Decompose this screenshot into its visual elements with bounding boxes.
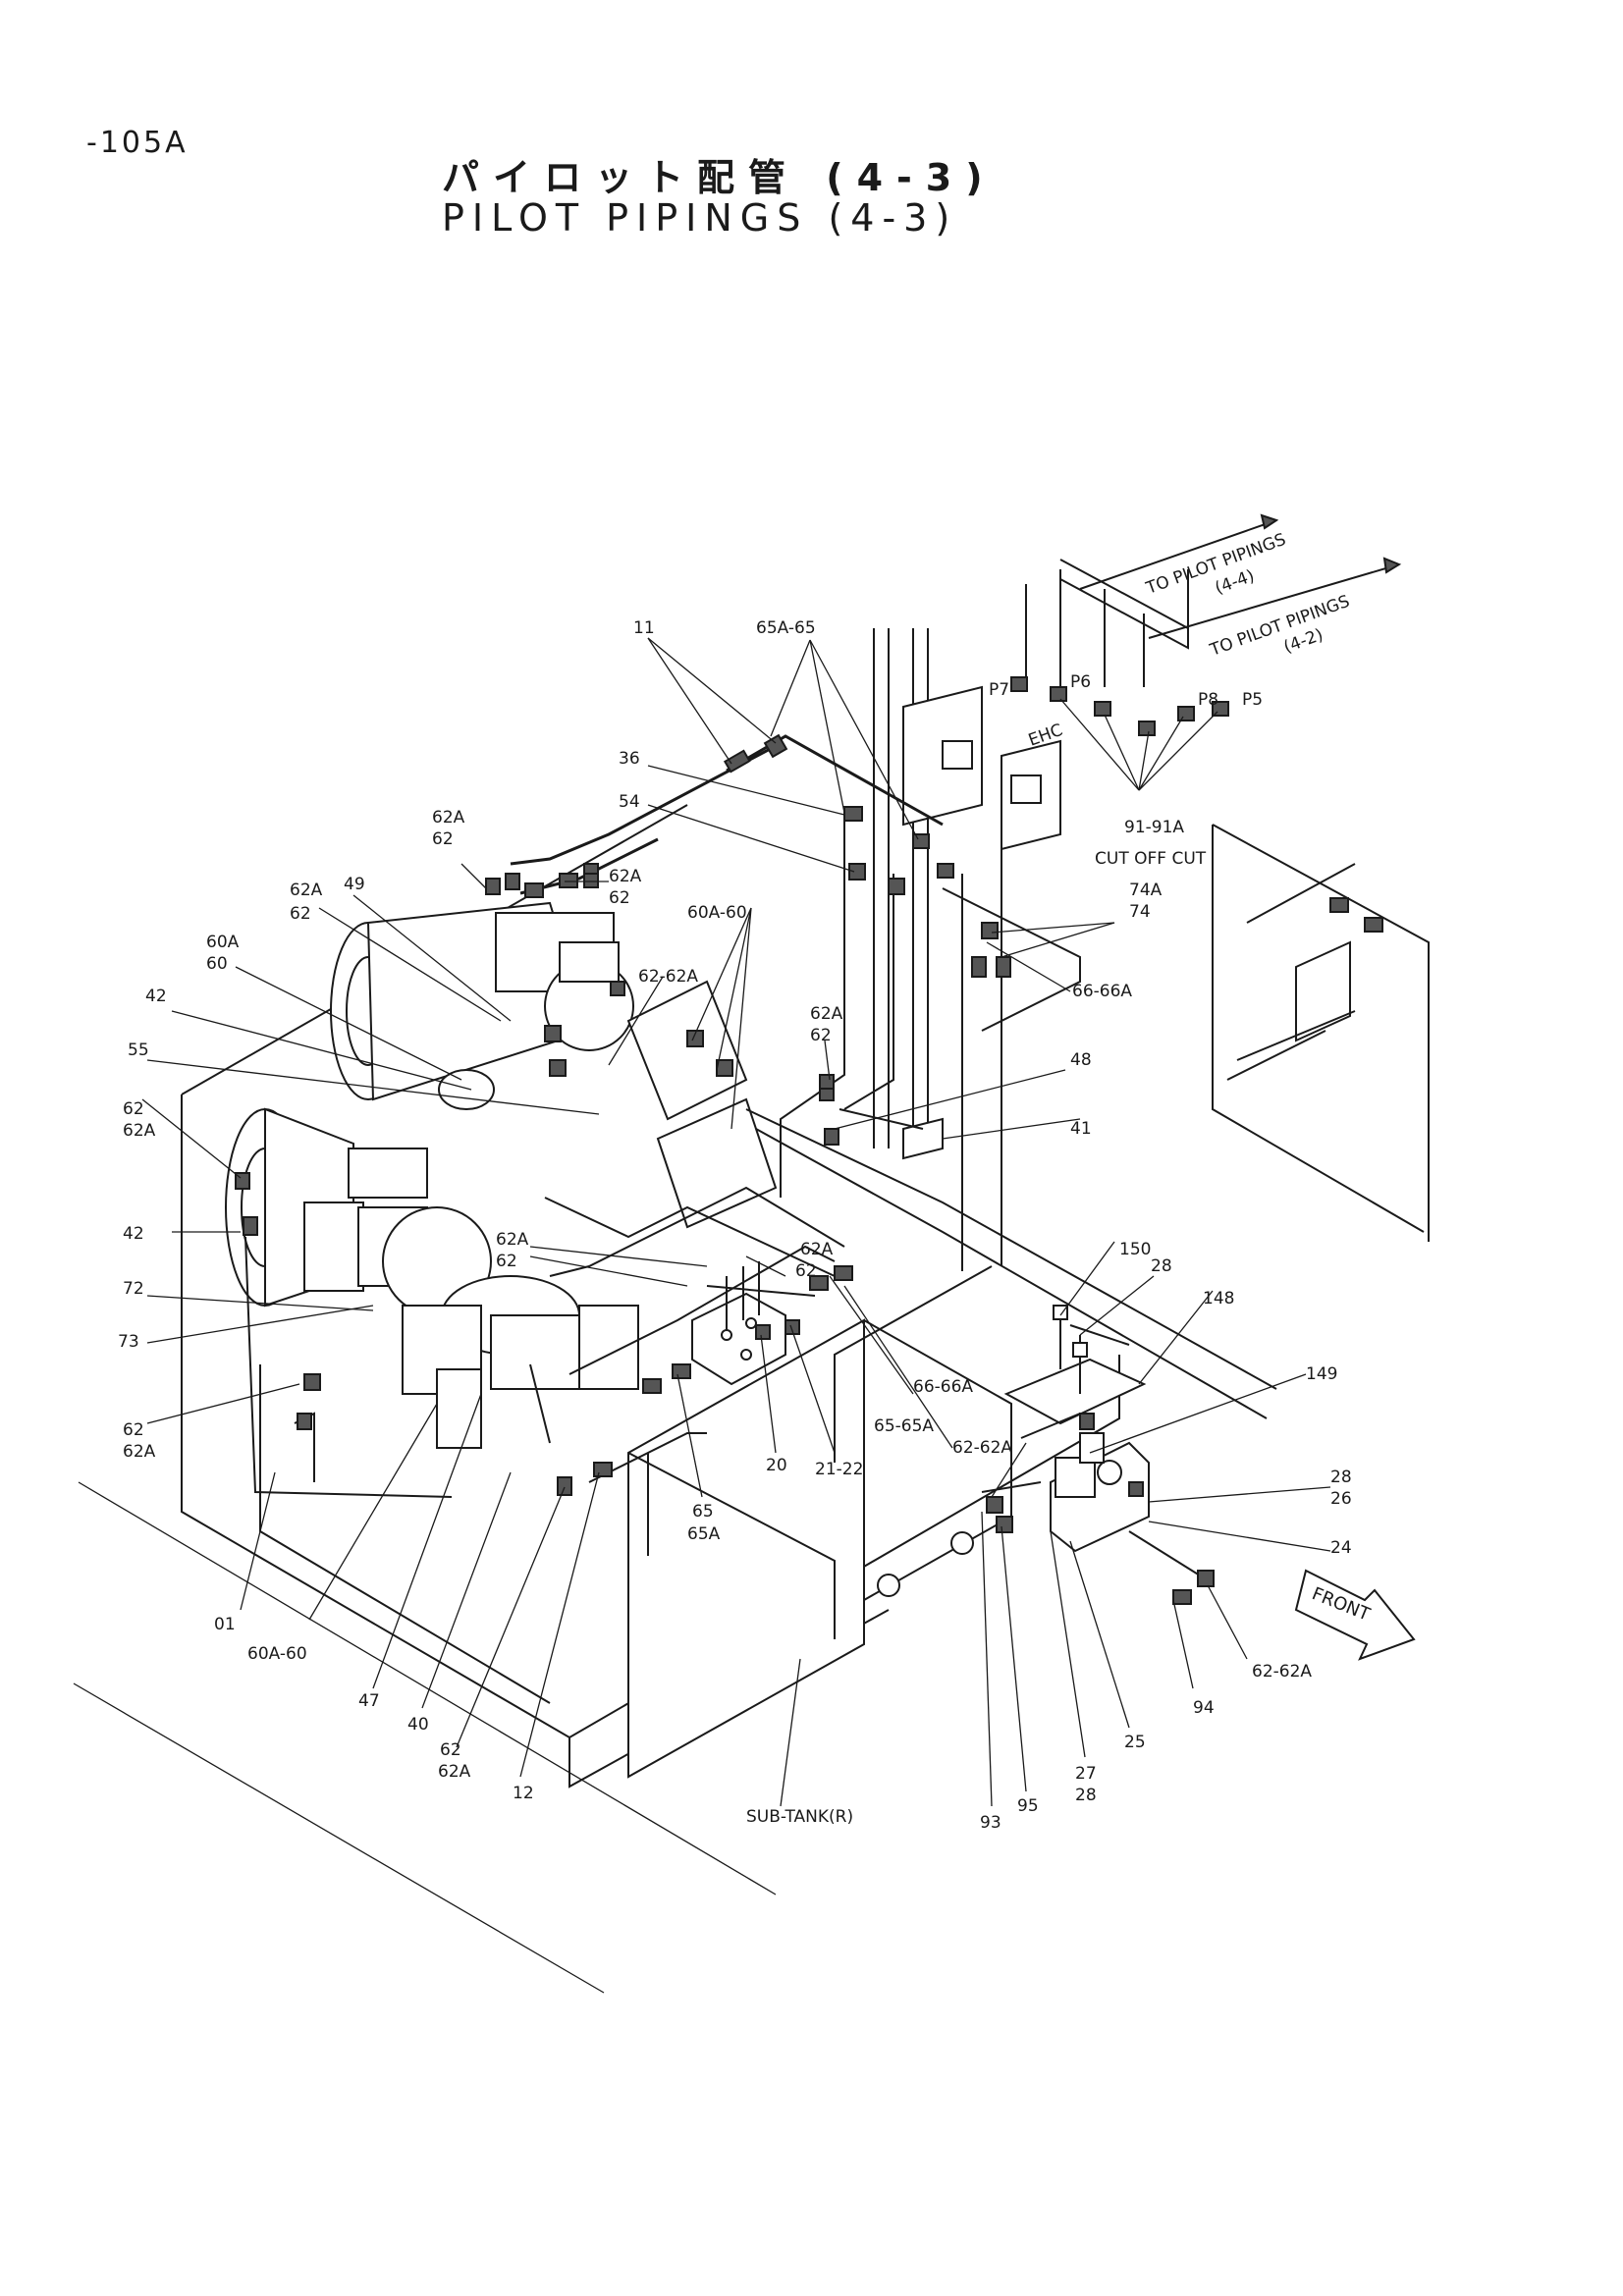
label-72: 72 <box>123 1279 144 1299</box>
label-01: 01 <box>214 1615 236 1634</box>
valve-block-20 <box>691 1261 786 1386</box>
front-arrow <box>1294 1569 1416 1661</box>
label-65: 65 <box>692 1502 714 1522</box>
label-62-6: 62 <box>496 1252 517 1271</box>
page-title-japanese: パイロット配管 (4-3) <box>442 156 997 199</box>
ehc-unit <box>902 685 1061 851</box>
label-54: 54 <box>619 792 640 812</box>
label-62a-8: 62A <box>123 1442 156 1462</box>
leader-lines <box>141 637 1331 1807</box>
label-66-66a-1: 66-66A <box>1072 982 1132 1001</box>
label-149: 149 <box>1306 1364 1337 1384</box>
label-24: 24 <box>1330 1538 1352 1558</box>
label-62-62a-mid: 62-62A <box>638 967 698 987</box>
page-code: -105A <box>86 126 189 160</box>
main-pump-lower <box>225 1107 639 1449</box>
label-62-1: 62 <box>432 829 454 849</box>
label-20: 20 <box>766 1456 787 1475</box>
label-62a-7: 62A <box>800 1240 834 1259</box>
label-62-2: 62 <box>609 888 630 908</box>
label-62a-1: 62A <box>432 808 465 828</box>
label-94: 94 <box>1193 1698 1215 1718</box>
label-40: 40 <box>407 1715 429 1735</box>
label-port-p7: P7 <box>989 680 1009 700</box>
label-36: 36 <box>619 749 640 769</box>
label-62-4: 62 <box>810 1026 832 1045</box>
sub-tank <box>627 1318 1012 1779</box>
label-12: 12 <box>513 1784 534 1803</box>
label-62-5: 62 <box>123 1099 144 1119</box>
label-73: 73 <box>118 1332 139 1352</box>
label-62-9: 62 <box>440 1740 461 1760</box>
label-62-3: 62 <box>290 904 311 924</box>
label-62a-4: 62A <box>810 1004 843 1024</box>
label-55: 55 <box>128 1041 149 1060</box>
label-95: 95 <box>1017 1796 1039 1816</box>
label-48: 48 <box>1070 1050 1092 1070</box>
plate-148 <box>1003 1315 1147 1425</box>
label-60a-60-low: 60A-60 <box>247 1644 307 1664</box>
label-74: 74 <box>1129 902 1151 922</box>
label-49: 49 <box>344 875 365 894</box>
label-60a-1: 60A <box>206 933 240 952</box>
label-91-91a: 91-91A <box>1124 818 1184 837</box>
page-title-english: PILOT PIPINGS (4-3) <box>442 196 958 240</box>
label-port-p8: P8 <box>1198 690 1218 710</box>
label-62a-3: 62A <box>290 881 323 900</box>
label-25: 25 <box>1124 1733 1146 1752</box>
bolts-150 <box>1053 1305 1088 1369</box>
label-27: 27 <box>1075 1764 1097 1784</box>
label-65-65a-mid: 65-65A <box>874 1416 934 1436</box>
label-47: 47 <box>358 1691 380 1711</box>
inset-panel <box>1212 824 1430 1242</box>
label-65a: 65A <box>687 1524 721 1544</box>
label-60-1: 60 <box>206 954 228 974</box>
label-74a: 74A <box>1129 881 1163 900</box>
label-66-66a-2: 66-66A <box>913 1377 973 1397</box>
pilot-pipes <box>244 734 1277 1581</box>
solenoid-valve-24 <box>1050 1432 1150 1553</box>
label-60a-60-top: 60A-60 <box>687 903 747 923</box>
label-148: 148 <box>1203 1289 1234 1308</box>
label-cut-off-cut: CUT OFF CUT <box>1095 849 1207 869</box>
label-28-2: 28 <box>1330 1468 1352 1487</box>
label-41: 41 <box>1070 1119 1092 1139</box>
label-62-62a-right: 62-62A <box>1252 1662 1312 1682</box>
main-pump-upper <box>330 901 778 1229</box>
fittings <box>235 676 1229 1605</box>
label-42-2: 42 <box>123 1224 144 1244</box>
label-port-p5: P5 <box>1242 690 1263 710</box>
label-93: 93 <box>980 1813 1001 1833</box>
label-to-pilot-42a: TO PILOT PIPINGS <box>1207 592 1352 661</box>
label-62a-2: 62A <box>609 867 642 886</box>
label-150: 150 <box>1119 1240 1151 1259</box>
label-62a-5: 62A <box>123 1121 156 1141</box>
label-62-62a-low: 62-62A <box>952 1438 1012 1458</box>
label-26: 26 <box>1330 1489 1352 1509</box>
label-62-7: 62 <box>795 1261 817 1281</box>
label-62-8: 62 <box>123 1420 144 1440</box>
label-65a-65-top: 65A-65 <box>756 618 816 638</box>
label-62a-6: 62A <box>496 1230 529 1250</box>
label-28-3: 28 <box>1075 1786 1097 1805</box>
label-62a-9: 62A <box>438 1762 471 1782</box>
label-sub-tank: SUB-TANK(R) <box>746 1807 853 1827</box>
label-port-p6: P6 <box>1070 672 1091 692</box>
sheet-arrows <box>1079 513 1402 639</box>
label-42-1: 42 <box>145 987 167 1006</box>
label-21-22: 21-22 <box>815 1460 863 1479</box>
label-28-1: 28 <box>1151 1256 1172 1276</box>
label-11: 11 <box>633 618 655 638</box>
